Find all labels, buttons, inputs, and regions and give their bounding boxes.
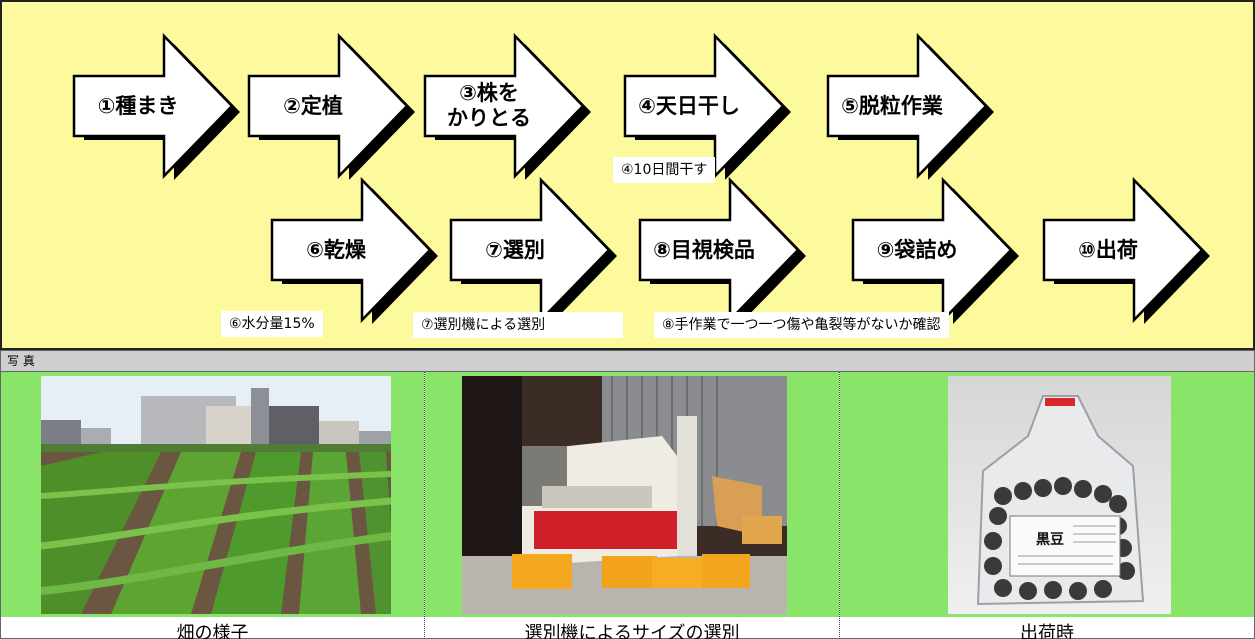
arrow-shape	[270, 176, 438, 324]
photo-section-header: 写 真	[0, 350, 1255, 372]
photo-caption: 畑の様子	[176, 623, 249, 639]
process-flow-panel: ①種まき ②定植 ③株を かりとる ④天日干し ⑤脱粒作業 ⑥乾燥 ⑦選別	[0, 0, 1255, 350]
arrow-shape	[247, 32, 415, 180]
arrow-shape	[826, 32, 994, 180]
arrow-shape	[851, 176, 1019, 324]
step-arrow-shipping: ⑩出荷	[1038, 176, 1210, 324]
step-arrow-visual-inspection: ⑧目視検品	[634, 176, 806, 324]
step-label: ⑧目視検品	[653, 237, 755, 262]
arrow-shape	[623, 32, 791, 180]
arrow-shape	[638, 176, 806, 324]
step-label: ⑦選別	[485, 237, 545, 262]
step-label: ⑩出荷	[1078, 237, 1138, 262]
step-label: ③株を かりとる	[447, 81, 531, 130]
step-arrow-sun-drying: ④天日干し	[619, 32, 791, 180]
step-arrow-threshing: ⑤脱粒作業	[822, 32, 994, 180]
step-arrow-sorting: ⑦選別	[445, 176, 617, 324]
step-arrow-harvest: ③株を かりとる	[419, 32, 591, 180]
step-arrow-drying: ⑥乾燥	[266, 176, 438, 324]
step-label: ④天日干し	[638, 93, 740, 118]
photo-cell-shipping: 黒豆 出荷時	[840, 372, 1255, 639]
note-moisture: ⑥水分量15%	[221, 311, 323, 337]
note-manual-inspection: ⑧手作業で一つ一つ傷や亀裂等がないか確認	[654, 312, 949, 338]
arrow-shape	[423, 32, 591, 180]
step-label: ⑨袋詰め	[876, 237, 958, 262]
step-label: ①種まき	[97, 93, 179, 118]
field-photo	[41, 376, 391, 614]
step-arrow-planting: ②定植	[243, 32, 415, 180]
sorting-machine-photo	[462, 376, 787, 614]
step-label: ⑥乾燥	[306, 237, 366, 262]
photo-cell-sorting: 選別機によるサイズの選別	[425, 372, 840, 639]
step-label: ②定植	[283, 93, 343, 118]
photo-caption: 出荷時	[1020, 623, 1074, 639]
arrow-shape	[72, 32, 240, 180]
photo-caption: 選別機によるサイズの選別	[524, 623, 740, 639]
photo-cell-field: 畑の様子	[0, 372, 425, 639]
step-arrow-bagging: ⑨袋詰め	[847, 176, 1019, 324]
step-label: ⑤脱粒作業	[841, 93, 943, 118]
bag-label-text: 黒豆	[1036, 532, 1064, 548]
note-sorting-machine: ⑦選別機による選別	[413, 312, 623, 338]
arrow-shape	[449, 176, 617, 324]
bagged-beans-photo: 黒豆	[948, 376, 1171, 614]
note-sun-drying: ④10日間干す	[613, 157, 716, 183]
step-arrow-sowing: ①種まき	[68, 32, 240, 180]
arrow-shape	[1042, 176, 1210, 324]
photo-grid: 畑の様子	[0, 372, 1255, 639]
